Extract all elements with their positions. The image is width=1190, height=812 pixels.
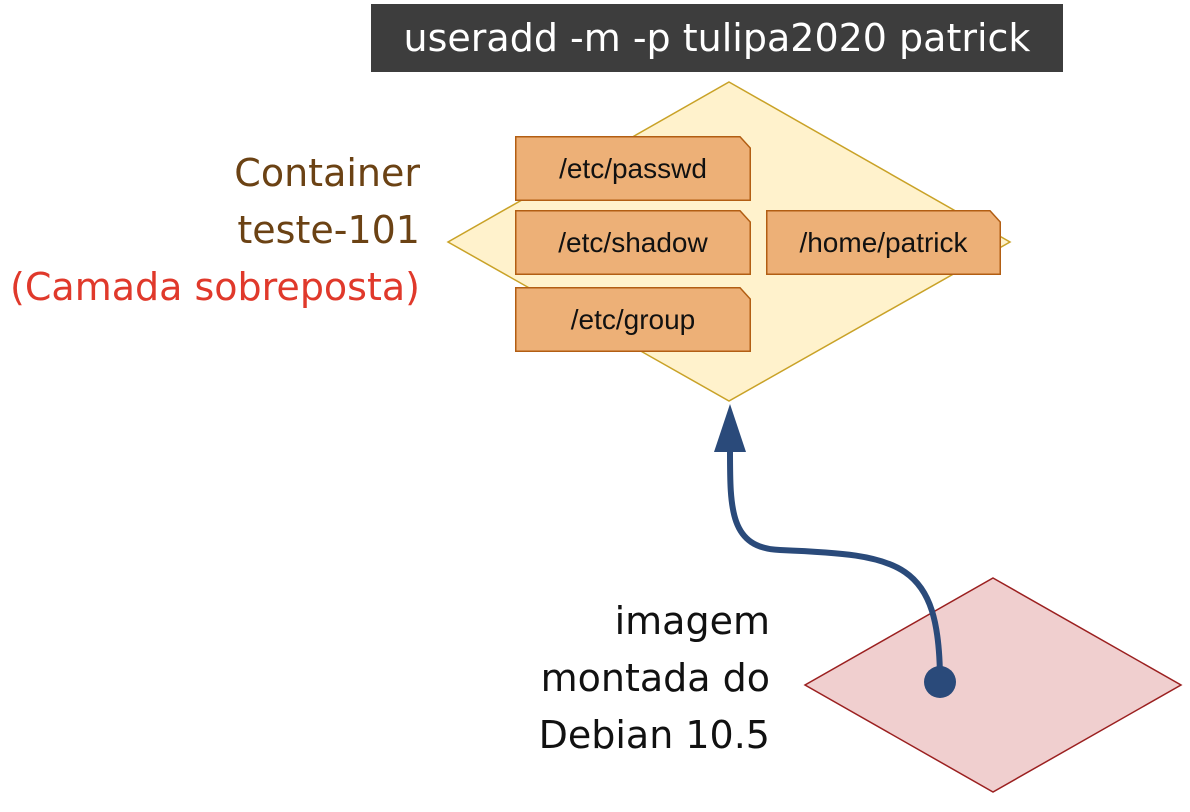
file-home-patrick: /home/patrick xyxy=(766,210,1001,275)
mount-arrow-head xyxy=(714,404,746,452)
image-label-line: montada do xyxy=(540,656,770,700)
mount-arrow-origin-dot xyxy=(924,666,956,698)
file-shape xyxy=(515,210,751,275)
container-label-line: Container xyxy=(234,151,420,195)
file-label: /etc/passwd xyxy=(559,153,707,184)
image-layer-diamond xyxy=(803,577,1183,793)
mount-arrow-line xyxy=(727,447,943,685)
file-etc-shadow: /etc/shadow xyxy=(515,210,751,275)
file-shape xyxy=(515,287,751,352)
image-label-line: imagem xyxy=(614,599,770,643)
file-etc-passwd: /etc/passwd xyxy=(515,136,751,201)
command-banner: useradd -m -p tulipa2020 patrick xyxy=(371,4,1063,72)
container-label: Container teste-101 (Camada sobreposta) xyxy=(10,145,420,316)
image-label: imagem montada do Debian 10.5 xyxy=(539,593,770,764)
image-label-line: Debian 10.5 xyxy=(538,713,770,757)
file-etc-group: /etc/group xyxy=(515,287,751,352)
file-label: /etc/shadow xyxy=(558,227,708,258)
file-label: /etc/group xyxy=(570,304,696,335)
file-shape xyxy=(515,136,751,201)
overlay-label: (Camada sobreposta) xyxy=(10,265,420,309)
file-shape xyxy=(766,210,1001,275)
file-label: /home/patrick xyxy=(799,227,968,258)
container-label-line: teste-101 xyxy=(237,208,420,252)
